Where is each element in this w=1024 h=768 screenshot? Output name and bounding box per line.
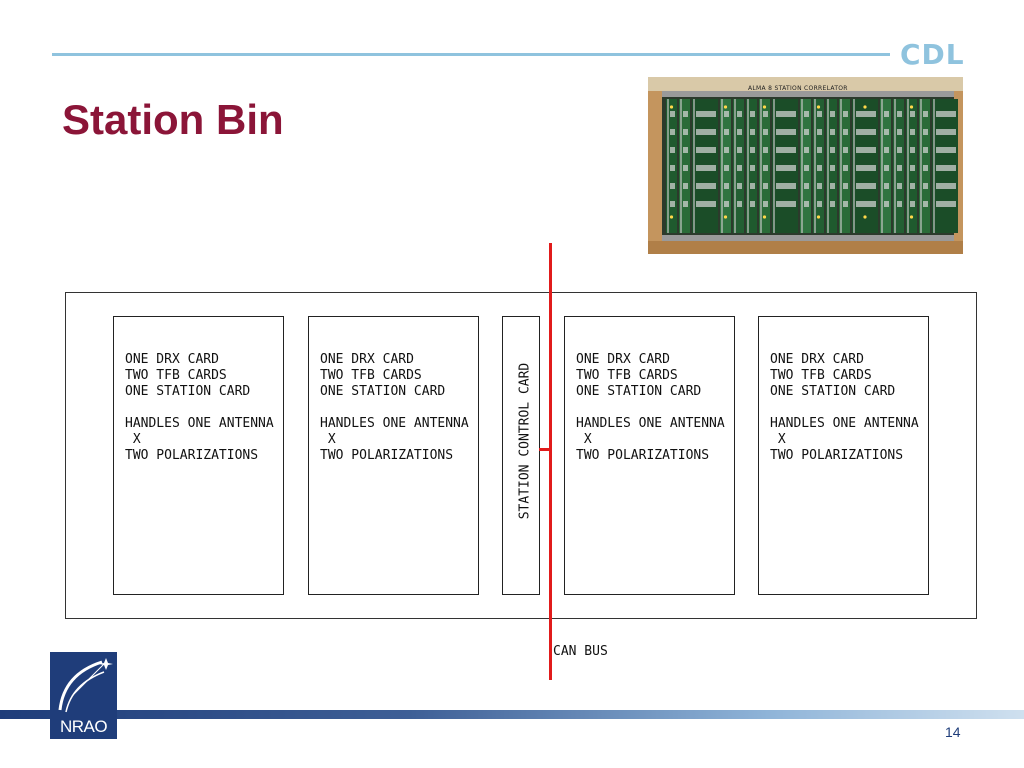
page-number: 14 [945, 724, 961, 740]
station-control-card [502, 316, 540, 595]
correlator-photo: ALMA 8 STATION CORRELATOR [648, 77, 963, 254]
card-slot-4 [758, 316, 929, 595]
card-slot-2-text: ONE DRX CARD TWO TFB CARDS ONE STATION C… [320, 352, 469, 463]
card-slot-2 [308, 316, 479, 595]
card-slot-1-text: ONE DRX CARD TWO TFB CARDS ONE STATION C… [125, 352, 274, 463]
station-bin-outline [65, 292, 977, 619]
nrao-logo: NRAO [50, 652, 117, 739]
card-slot-4-text: ONE DRX CARD TWO TFB CARDS ONE STATION C… [770, 352, 919, 463]
can-bus-line [549, 243, 552, 680]
photo-caption: ALMA 8 STATION CORRELATOR [748, 85, 848, 92]
card-slot-1 [113, 316, 284, 595]
header-rule [52, 53, 890, 56]
card-slot-3-text: ONE DRX CARD TWO TFB CARDS ONE STATION C… [576, 352, 725, 463]
slide-title: Station Bin [62, 96, 284, 143]
brand-label: CDL [900, 38, 965, 71]
card-slot-3 [564, 316, 735, 595]
footer-band [0, 710, 1024, 719]
can-bus-label: CAN BUS [553, 644, 608, 659]
nrao-logo-text: NRAO [59, 717, 108, 736]
can-bus-connector [539, 448, 551, 451]
station-control-card-label: STATION CONTROL CARD [517, 362, 533, 520]
radio-telescope-icon [58, 658, 113, 713]
